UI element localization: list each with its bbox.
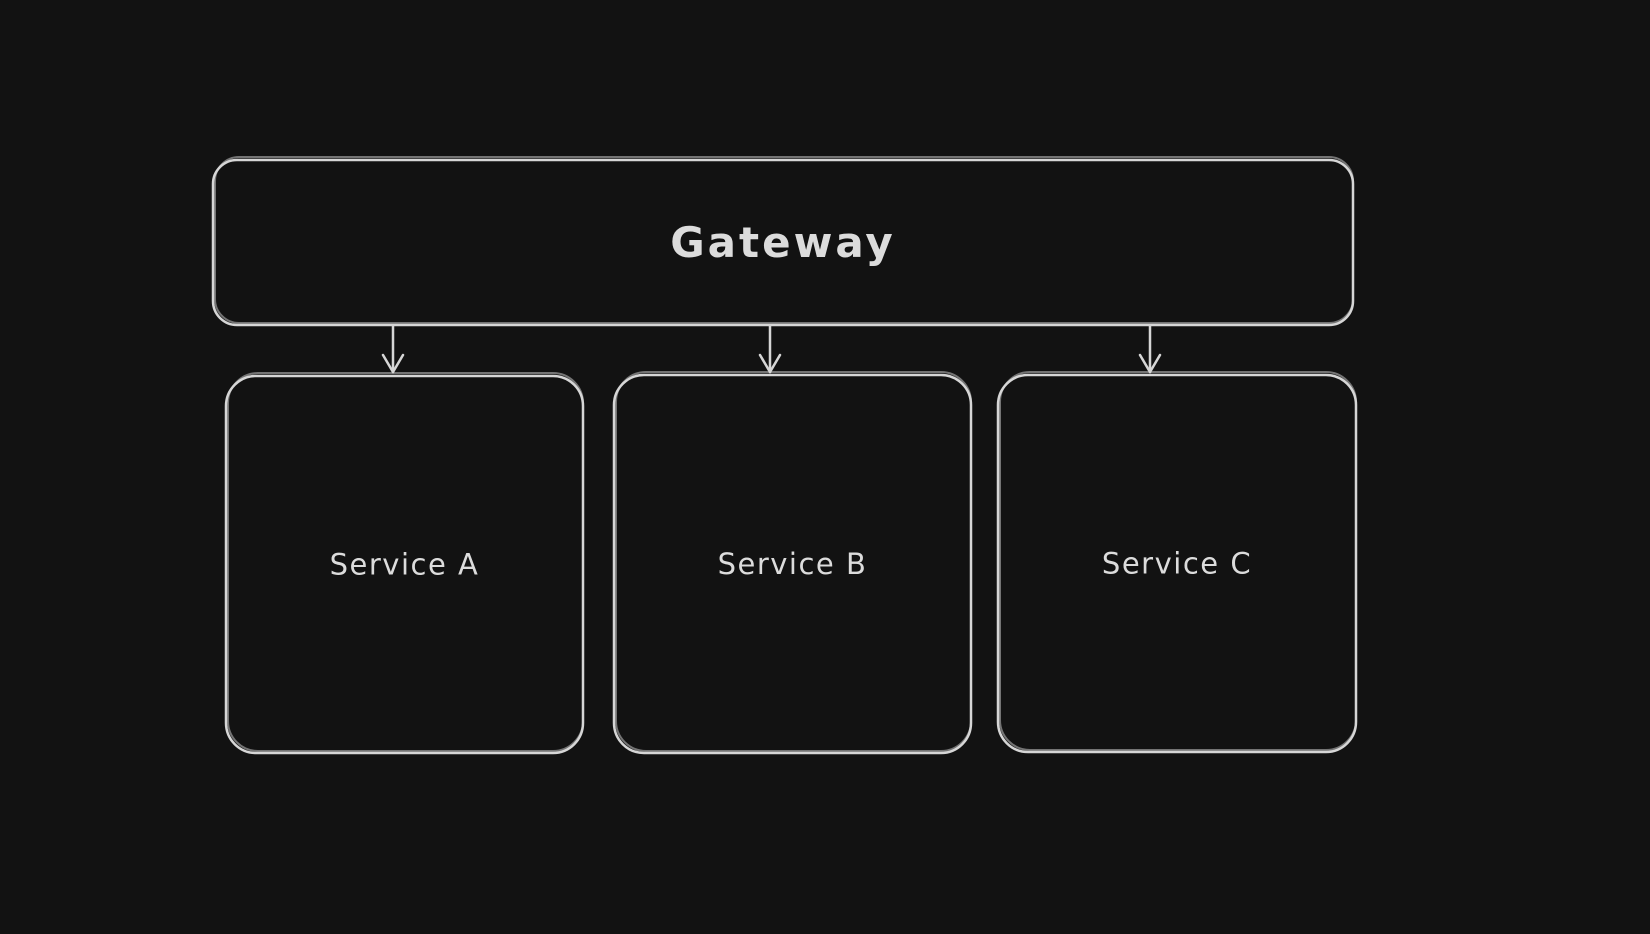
node-service-a[interactable]: Service A xyxy=(224,372,585,755)
node-shape xyxy=(211,158,1355,327)
node-gateway[interactable]: Gateway xyxy=(211,156,1355,327)
node-service-b[interactable]: Service B xyxy=(612,371,973,755)
node-shape xyxy=(224,374,585,755)
node-label-service-c: Service C xyxy=(1102,547,1252,581)
node-label-service-a: Service A xyxy=(330,548,480,582)
edge-gateway-to-service-c[interactable] xyxy=(1138,324,1162,374)
node-shape xyxy=(612,373,973,755)
node-shape xyxy=(996,373,1358,754)
node-service-c[interactable]: Service C xyxy=(996,371,1358,754)
edge-gateway-to-service-a[interactable] xyxy=(381,324,405,374)
node-label-gateway: Gateway xyxy=(670,218,896,267)
edge-gateway-to-service-b[interactable] xyxy=(758,324,782,374)
arrowhead-icon xyxy=(381,353,405,374)
node-label-service-b: Service B xyxy=(718,547,868,581)
arrowhead-icon xyxy=(1138,353,1162,374)
arrowhead-icon xyxy=(758,353,782,374)
